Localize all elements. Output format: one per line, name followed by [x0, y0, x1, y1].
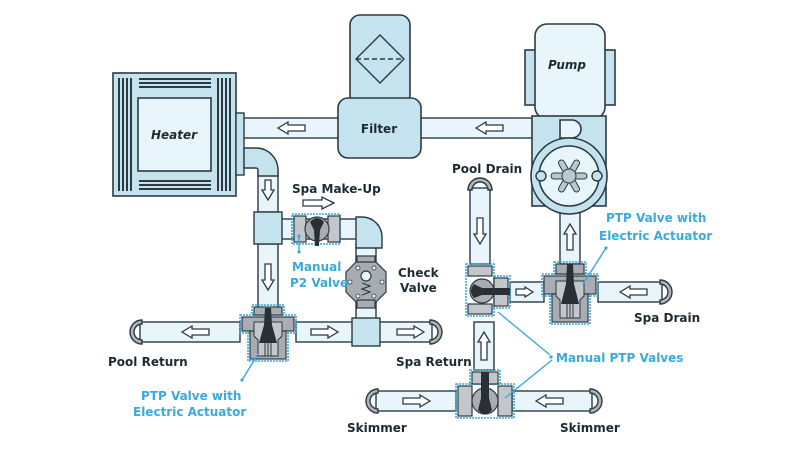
- check-valve-spring-icon: [360, 282, 372, 296]
- flow-arrows: [180, 120, 648, 409]
- flow-arrow-left-icon: [474, 120, 504, 136]
- callout-ptp-right-2: Electric Actuator: [599, 229, 712, 243]
- filter-body: [337, 97, 422, 159]
- skimmer-right-endcap: [589, 388, 603, 414]
- end-caps: [129, 177, 673, 414]
- pump-bolt-right: [591, 170, 603, 182]
- flow-arrow-left-icon: [180, 324, 210, 340]
- check-valve[interactable]: [345, 255, 387, 309]
- ptp-actuator-valve-left[interactable]: [239, 304, 297, 362]
- leader-ptp-left: [241, 353, 259, 381]
- p2-valve-handle-icon: [310, 218, 324, 246]
- label-spa-make-up: Spa Make-Up: [292, 182, 381, 196]
- heater-vents: [118, 78, 231, 191]
- label-pool-return: Pool Return: [108, 355, 188, 369]
- skimmer-left-endcap: [365, 388, 379, 414]
- callout-ptp-left-1: PTP Valve with: [141, 389, 241, 403]
- label-skimmer-right: Skimmer: [560, 421, 620, 435]
- heater-elbow: [243, 147, 279, 177]
- callout-manual-ptp-valves: Manual PTP Valves: [556, 351, 683, 365]
- heater-panel: [137, 97, 212, 172]
- flow-arrow-up-icon: [476, 330, 492, 361]
- ptp-left-actuator-icon: [259, 308, 277, 343]
- pump-inlet-cap: [559, 119, 582, 139]
- flow-arrow-down-icon: [260, 263, 276, 292]
- filter-symbol-icon: [355, 34, 405, 84]
- makeup-elbow: [355, 216, 383, 249]
- spa-drain-endcap: [659, 279, 673, 305]
- filter-tank: [349, 14, 411, 106]
- flow-arrow-left-icon: [276, 120, 306, 136]
- flow-arrow-right-icon: [302, 195, 336, 211]
- flow-arrow-down-icon: [260, 179, 276, 202]
- tee-return-split: [351, 317, 381, 347]
- ptp-right-actuator-icon: [561, 264, 579, 304]
- tee-heater-line: [253, 211, 283, 245]
- manual-ptp-drain-handle-icon: [471, 284, 510, 298]
- leader-manual-ptp-1: [497, 311, 551, 356]
- label-check-valve-2: Valve: [400, 281, 437, 295]
- pool-drain-endcap: [467, 177, 493, 191]
- pump-impeller-icon: [550, 159, 588, 193]
- callout-ptp-left-2: Electric Actuator: [133, 405, 246, 419]
- manual-ptp-valve-skimmer[interactable]: [455, 369, 515, 419]
- callout-manual-p2-2: P2 Valve: [290, 276, 348, 290]
- leader-lines: [240, 234, 608, 399]
- flow-arrow-left-icon: [618, 284, 648, 300]
- heater[interactable]: Heater: [112, 72, 245, 197]
- leader-manual-ptp-2: [504, 359, 553, 399]
- flow-arrow-right-icon: [515, 285, 535, 299]
- callout-manual-p2-1: Manual: [292, 260, 341, 274]
- manual-p2-valve[interactable]: [291, 213, 341, 246]
- spa-return-endcap: [429, 319, 443, 345]
- label-skimmer-left: Skimmer: [347, 421, 407, 435]
- heater-label: Heater: [151, 128, 198, 142]
- pump-label: Pump: [548, 58, 586, 72]
- label-check-valve-1: Check: [398, 266, 440, 280]
- flow-arrow-right-icon: [402, 393, 432, 409]
- label-spa-drain: Spa Drain: [634, 311, 700, 325]
- leader-ptp-right: [582, 247, 607, 285]
- label-pool-drain: Pool Drain: [452, 162, 522, 176]
- pump[interactable]: Pump: [524, 23, 616, 215]
- ptp-actuator-valve-right[interactable]: [541, 261, 599, 325]
- flow-arrow-up-icon: [562, 222, 578, 251]
- label-spa-return: Spa Return: [396, 355, 472, 369]
- flow-arrow-right-icon: [310, 324, 340, 340]
- pump-bolt-left: [535, 170, 547, 182]
- filter[interactable]: Filter: [337, 14, 422, 159]
- labels: Spa Make-Up Check Valve Pool Drain Spa D…: [108, 162, 712, 435]
- callout-ptp-right-1: PTP Valve with: [606, 211, 706, 225]
- flow-arrow-right-icon: [396, 324, 426, 340]
- manual-ptp-skimmer-handle-icon: [478, 372, 492, 414]
- flow-arrow-down-icon: [472, 217, 488, 246]
- manual-ptp-valve-drain[interactable]: [465, 263, 511, 317]
- flow-arrow-left-icon: [534, 393, 564, 409]
- heater-connector: [235, 112, 245, 176]
- pool-return-endcap: [129, 319, 143, 345]
- filter-label: Filter: [361, 122, 397, 136]
